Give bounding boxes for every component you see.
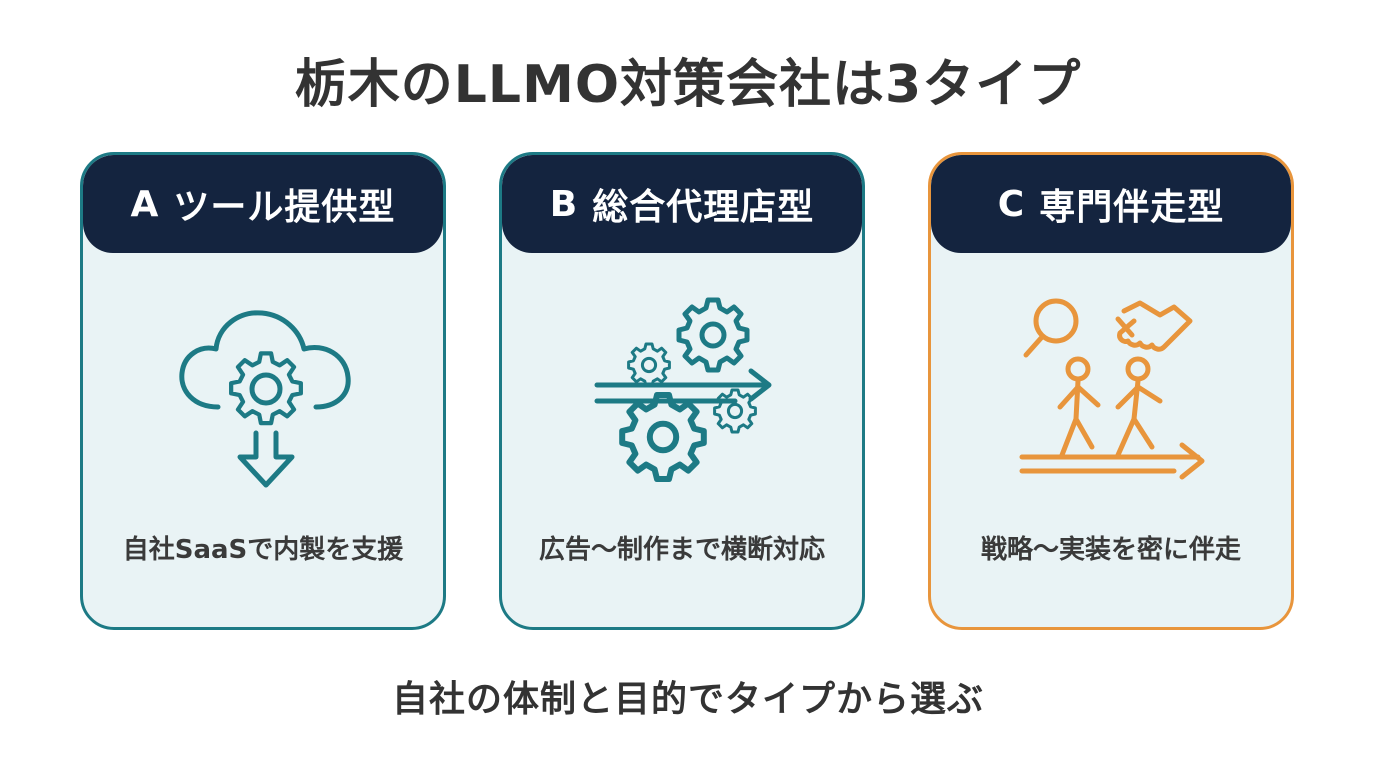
people-walking-handshake-icon (1019, 298, 1205, 480)
cloud-gear-download-icon (179, 310, 351, 488)
card-name: 専門伴走型 (1039, 187, 1225, 228)
card-name: ツール提供型 (173, 187, 396, 228)
card-letter: A (130, 183, 160, 225)
card-header: A ツール提供型 (83, 155, 443, 253)
card-general-agency: B 総合代理店型 広告〜制作まで横断対応 (499, 152, 865, 630)
card-description: 戦略〜実装を密に伴走 (980, 535, 1241, 565)
card-header: B 総合代理店型 (502, 155, 862, 253)
card-letter: B (549, 183, 579, 225)
card-letter: C (997, 183, 1026, 225)
footer-message: 自社の体制と目的でタイプから選ぶ (391, 679, 984, 720)
page-title: 栃木のLLMO対策会社は3タイプ (294, 55, 1082, 115)
card-description: 自社SaaSで内製を支援 (122, 535, 404, 565)
card-name: 総合代理店型 (592, 187, 815, 228)
card-description: 広告〜制作まで横断対応 (538, 535, 825, 565)
gears-arrows-icon (594, 297, 772, 483)
card-dedicated-support: C 専門伴走型 戦略〜実装を密に伴走 (928, 152, 1294, 630)
card-header: C 専門伴走型 (931, 155, 1291, 253)
card-tool-provider: A ツール提供型 自社SaaSで内製を支援 (80, 152, 446, 630)
